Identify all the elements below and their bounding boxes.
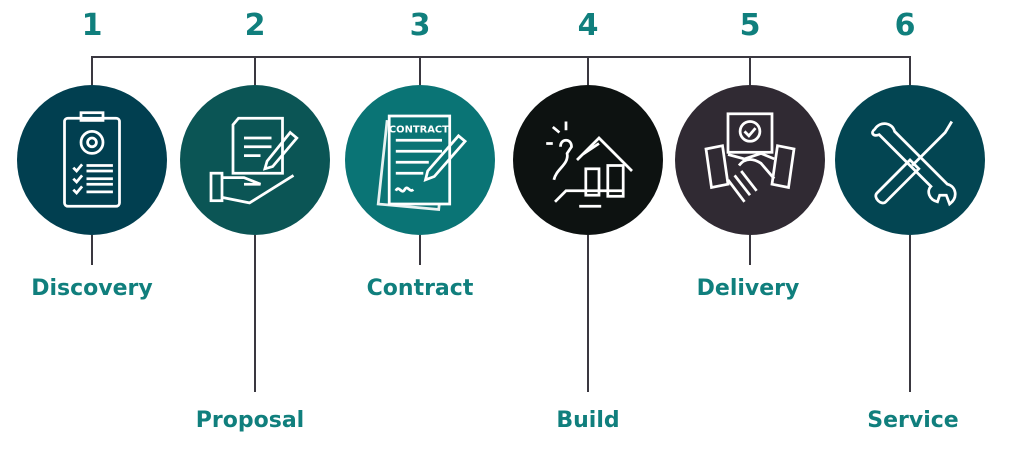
step-circle-proposal: [180, 85, 330, 235]
step-number: 5: [739, 8, 761, 43]
hand-document-icon: [209, 116, 299, 205]
step-label: Contract: [366, 276, 474, 301]
contract-pen-icon: CONTRACT: [376, 114, 468, 211]
step-number: 3: [409, 8, 431, 43]
step-label: Discovery: [31, 276, 153, 301]
step-circle-build: [513, 85, 663, 235]
step-label: Proposal: [195, 408, 305, 433]
step-label: Build: [556, 408, 620, 433]
wrench-screwdriver-icon: [871, 120, 957, 207]
step-label: Delivery: [696, 276, 800, 301]
step-number: 2: [244, 8, 266, 43]
step-circle-service: [835, 85, 985, 235]
step-number: 1: [81, 8, 103, 43]
top-connector: [91, 56, 911, 85]
house-repair-icon: [546, 121, 633, 208]
handshake-icon: [704, 112, 796, 203]
step-number: 6: [894, 8, 916, 43]
clipboard-gear-icon: [63, 111, 121, 208]
contract-heading: CONTRACT: [389, 125, 449, 136]
step-circle-discovery: [17, 85, 167, 235]
step-label: Service: [867, 408, 959, 433]
step-number: 4: [577, 8, 599, 43]
step-circle-contract: CONTRACT: [345, 85, 495, 235]
step-circle-delivery: [675, 85, 825, 235]
